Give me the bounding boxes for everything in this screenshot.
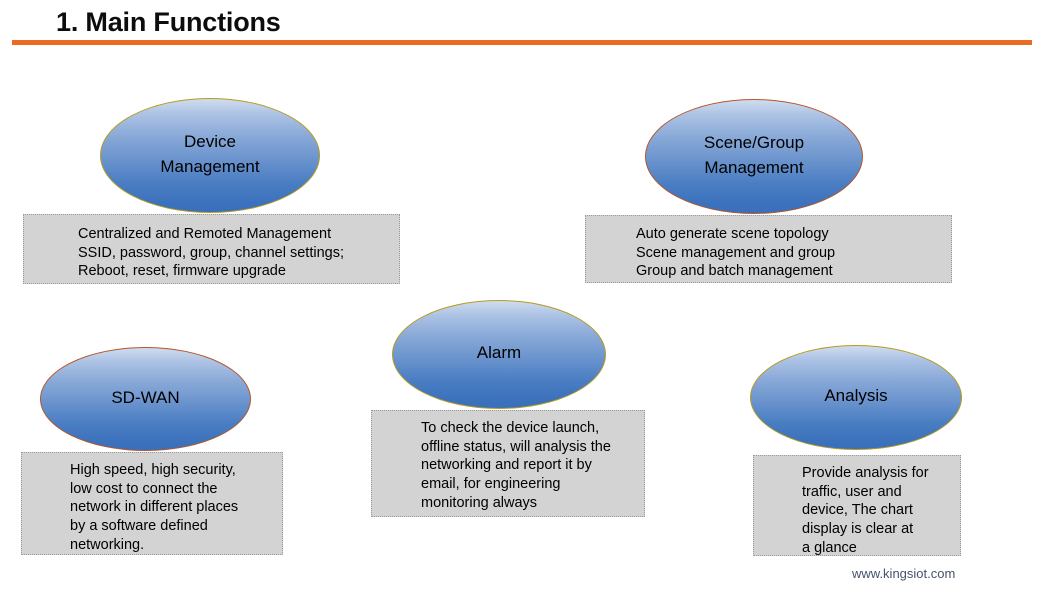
node-label: Alarm (476, 343, 522, 363)
description-text: Auto generate scene topology Scene manag… (636, 226, 836, 280)
description-scene-group-management: Auto generate scene topology Scene manag… (585, 215, 952, 283)
description-text: Centralized and Remoted Management SSID,… (78, 226, 344, 280)
node-analysis[interactable]: Analysis (750, 345, 962, 450)
description-text: To check the device launch, offline stat… (421, 420, 611, 511)
footer-website: www.kingsiot.com (852, 566, 956, 581)
node-scene-group-management[interactable]: Scene/Group Management (645, 99, 863, 214)
description-device-management: Centralized and Remoted Management SSID,… (23, 214, 400, 284)
node-device-management[interactable]: Device Management (100, 98, 320, 213)
node-sd-wan[interactable]: SD-WAN (40, 347, 251, 451)
node-label: Device Management (160, 132, 260, 176)
node-alarm[interactable]: Alarm (392, 300, 606, 409)
page-title: 1. Main Functions (56, 7, 281, 37)
description-sd-wan: High speed, high security, low cost to c… (21, 452, 283, 555)
node-label: Analysis (824, 386, 888, 406)
title-divider (12, 40, 1032, 45)
description-alarm: To check the device launch, offline stat… (371, 410, 645, 517)
description-analysis: Provide analysis for traffic, user and d… (753, 455, 961, 556)
description-text: Provide analysis for traffic, user and d… (802, 465, 929, 556)
node-label: SD-WAN (111, 387, 180, 407)
description-text: High speed, high security, low cost to c… (70, 462, 239, 553)
node-label: Scene/Group Management (703, 133, 805, 177)
